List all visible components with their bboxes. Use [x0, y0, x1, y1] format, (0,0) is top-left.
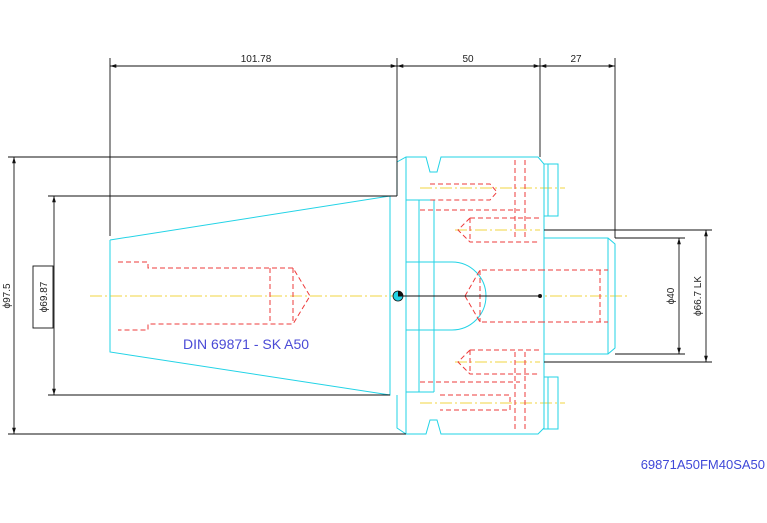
right-dimensions — [544, 229, 712, 363]
standard-label: DIN 69871 - SK A50 — [183, 336, 309, 352]
hidden-lines — [118, 160, 608, 432]
dim-flange-length: 50 — [462, 54, 474, 65]
dim-taper-length: 101.78 — [241, 54, 272, 65]
lower-bolt — [543, 376, 559, 430]
dim-spigot-length: 27 — [570, 54, 582, 65]
pilot-spigot — [544, 237, 616, 355]
dim-spigot-diameter: ϕ40 — [666, 287, 677, 304]
upper-bolt — [543, 163, 559, 217]
left-dimensions — [8, 156, 406, 435]
part-code: 69871A50FM40SA50 — [641, 457, 765, 472]
dim-taper-diameter: ϕ69.87 — [39, 281, 50, 312]
dim-bolt-circle: ϕ66.7 LK — [693, 276, 704, 316]
top-dimensions — [109, 58, 616, 238]
flange — [396, 156, 545, 435]
dim-flange-diameter: ϕ97.5 — [2, 283, 13, 309]
